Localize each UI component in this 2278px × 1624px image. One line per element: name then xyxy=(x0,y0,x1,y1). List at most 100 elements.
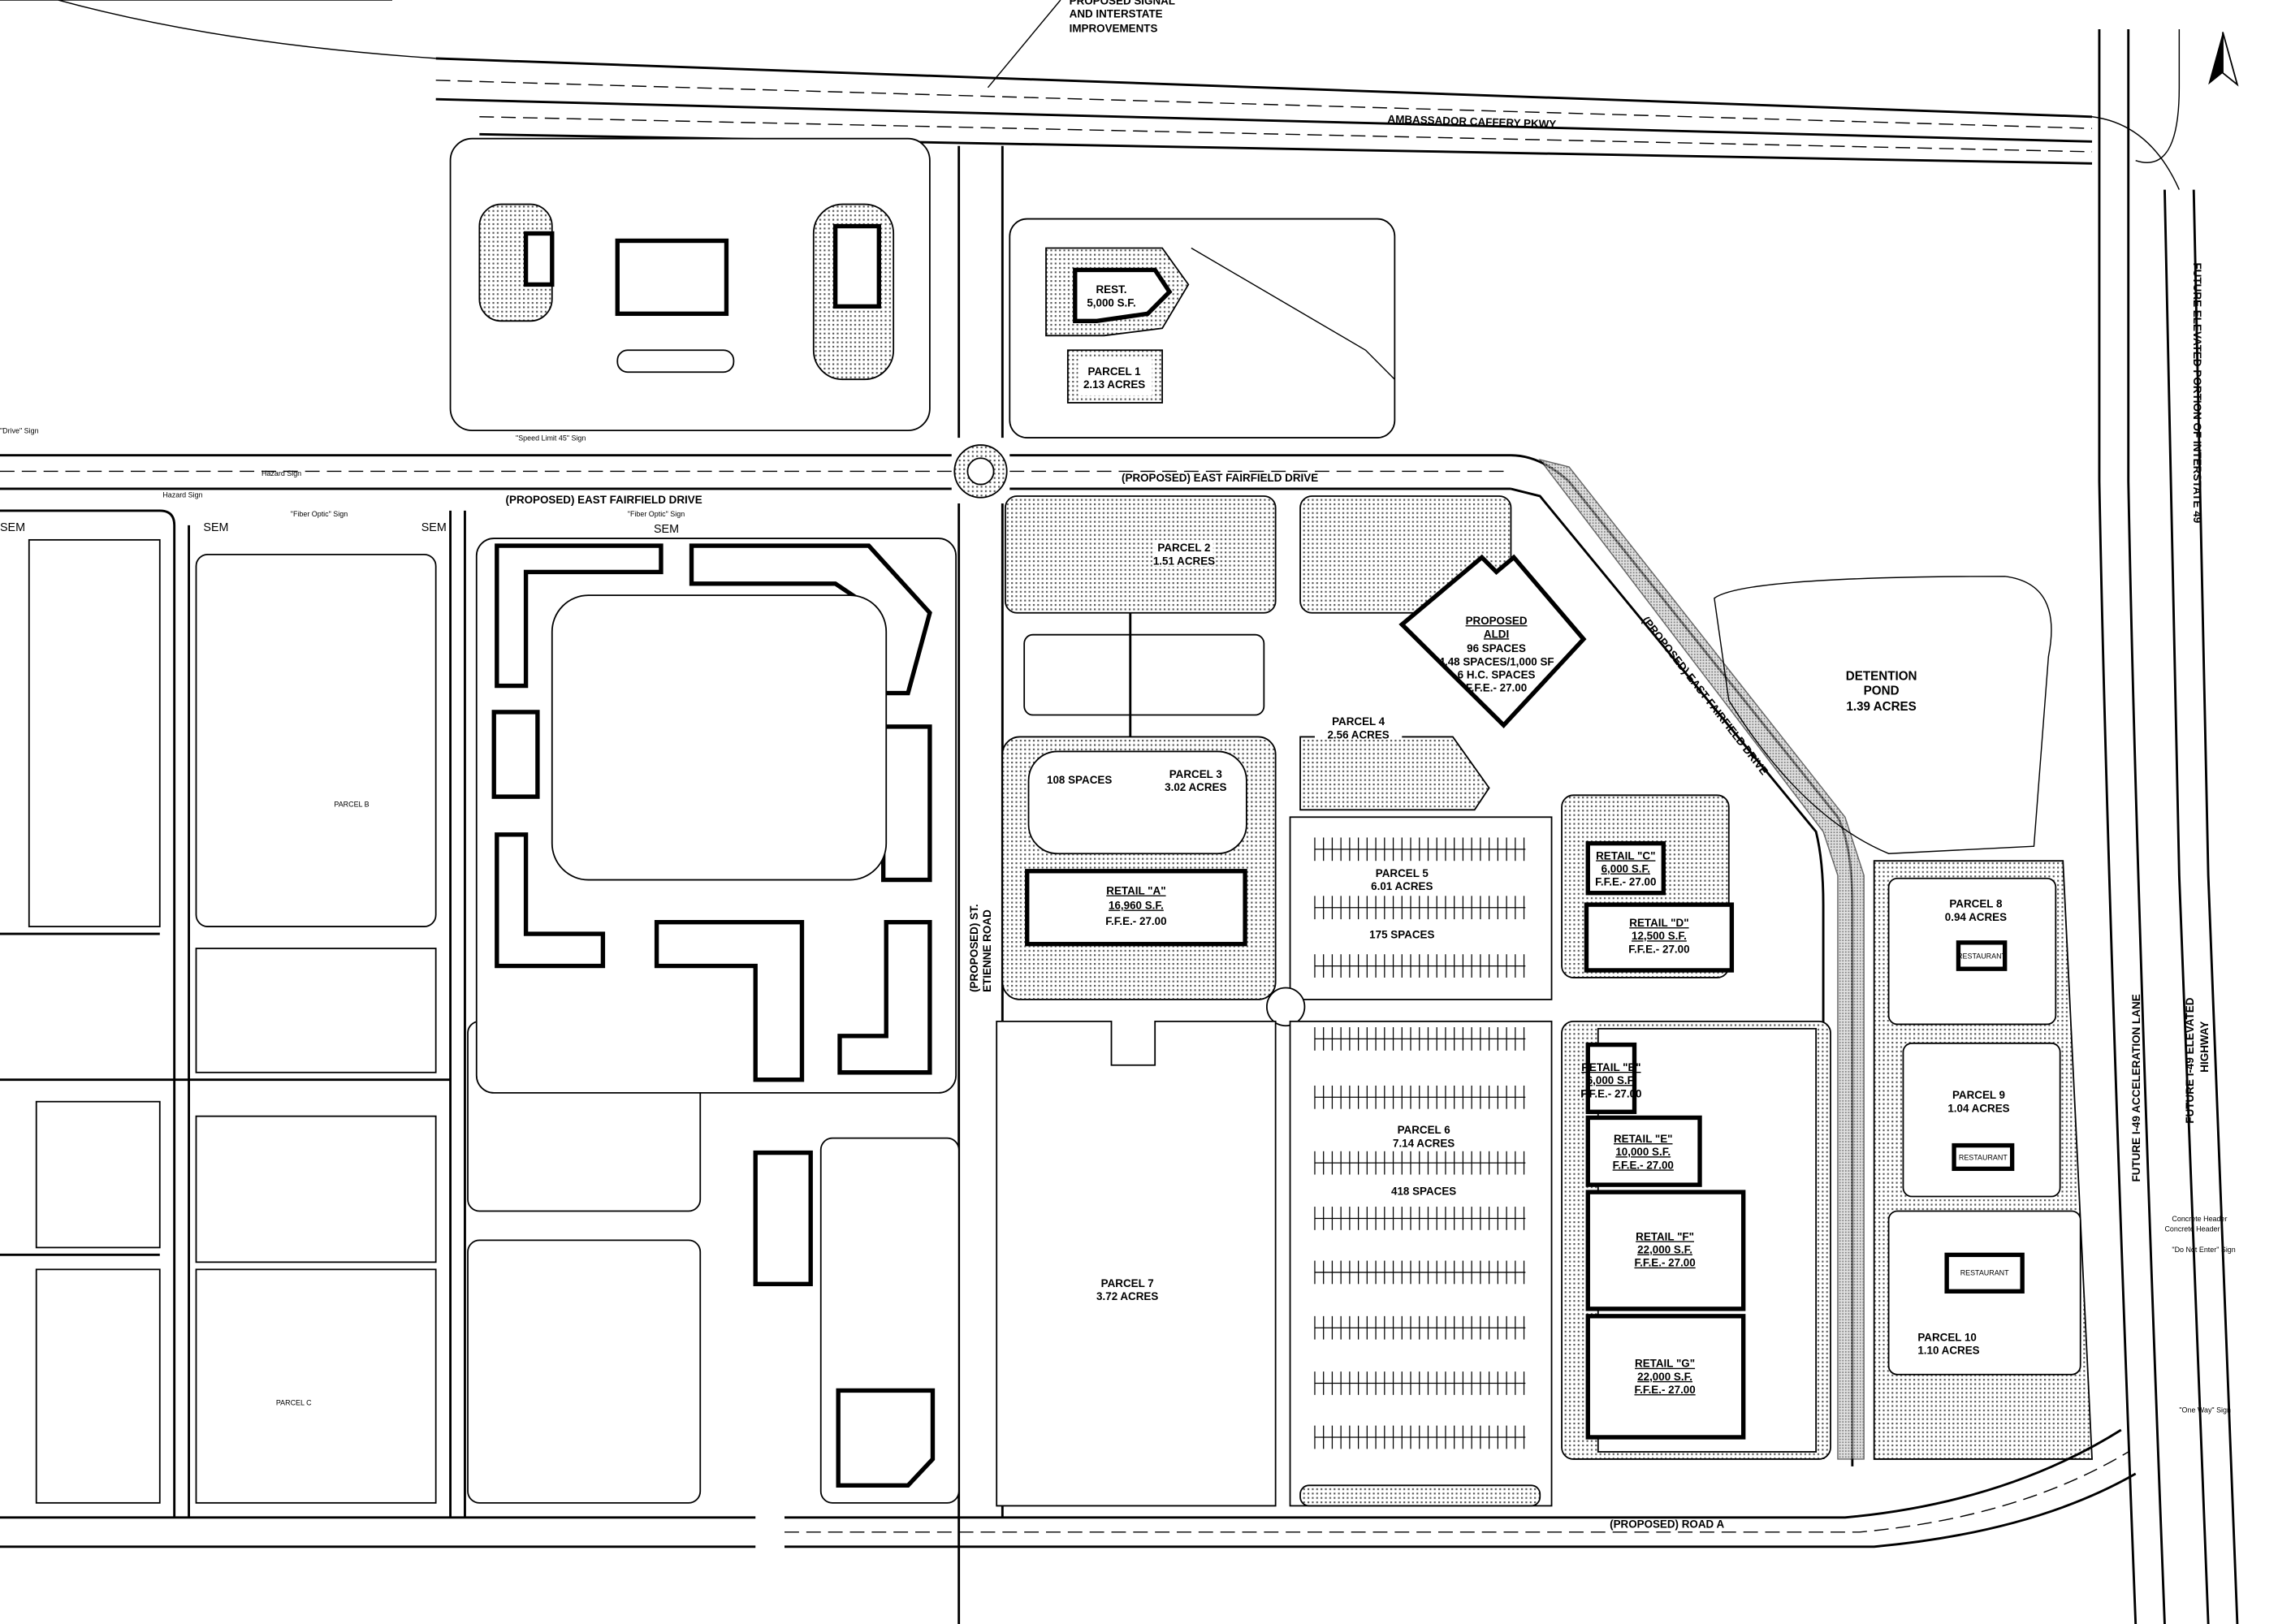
parcel-7-acres: 3.72 ACRES xyxy=(1096,1290,1158,1302)
one-way-sign: "One Way" Sign xyxy=(2179,1406,2231,1414)
i49-elevated-portion-label: FUTURE ELEVATED PORTION OF INTERSTATE 49 xyxy=(2191,262,2203,523)
parcel-1: REST. 5,000 S.F. PARCEL 1 2.13 ACRES xyxy=(1009,218,1396,438)
retail-g-name: RETAIL "G" xyxy=(1635,1358,1695,1370)
parcel-4-label: PARCEL 4 xyxy=(1332,715,1385,728)
east-fairfield-center-label: (PROPOSED) EAST FAIRFIELD DRIVE xyxy=(1122,472,1318,484)
parcel-6-label: PARCEL 6 xyxy=(1398,1124,1450,1136)
fiber-optic-sign: "Fiber Optic" Sign xyxy=(628,510,685,518)
parcel-1-label: PARCEL 1 xyxy=(1088,365,1142,378)
north-arrow-icon xyxy=(2208,32,2239,87)
st-etienne-label: ETIENNE ROAD xyxy=(981,909,993,992)
parcel-3-label: PARCEL 3 xyxy=(1169,768,1222,780)
east-fairfield-west-label: (PROPOSED) EAST FAIRFIELD DRIVE xyxy=(506,494,702,506)
parcel-6: PARCEL 6 7.14 ACRES 418 SPACES xyxy=(1289,1020,1553,1507)
parcel-1-rest-sf: 5,000 S.F. xyxy=(1087,296,1135,309)
parcel-4-acres: 2.56 ACRES xyxy=(1327,728,1389,741)
signal-note-line: PROPOSED SIGNAL xyxy=(1070,0,1175,6)
retail-g-ffe: F.F.E.- 27.00 xyxy=(1634,1384,1695,1396)
speed-limit-sign: "Speed Limit 45" Sign xyxy=(516,434,586,443)
road-a: (PROPOSED) ROAD A xyxy=(0,1428,2137,1548)
retail-c-ffe: F.F.E.- 27.00 xyxy=(1595,876,1656,888)
retail-f-sf: 22,000 S.F. xyxy=(1637,1244,1692,1256)
parcel-6-acres: 7.14 ACRES xyxy=(1393,1137,1455,1149)
aldi-building: PROPOSED ALDI 96 SPACES 4.48 SPACES/1,00… xyxy=(1398,554,1587,728)
retail-e-name: RETAIL "E" xyxy=(1614,1133,1673,1145)
parcel-2-acres: 1.51 ACRES xyxy=(1153,555,1215,567)
retail-a-ffe: F.F.E.- 27.00 xyxy=(1105,915,1166,927)
retail-g-sf: 22,000 S.F. xyxy=(1637,1371,1692,1383)
retail-c-name: RETAIL "C" xyxy=(1596,849,1655,862)
parcel-5: PARCEL 5 6.01 ACRES 175 SPACES xyxy=(1266,816,1553,1027)
parcel-1-acres: 2.13 ACRES xyxy=(1083,378,1145,391)
parcel-2: PARCEL 2 1.51 ACRES xyxy=(1005,495,1277,876)
aldi-name: ALDI xyxy=(1484,628,1509,640)
ambassador-label: AMBASSADOR CAFFERY PKWY xyxy=(1387,113,1556,131)
retail-b-e-f-g: RETAIL "B" 6,000 S.F. F.F.E.- 27.00 RETA… xyxy=(1561,1020,1831,1460)
parcel-7-label: PARCEL 7 xyxy=(1101,1277,1154,1289)
parcel-3: 108 SPACES PARCEL 3 3.02 ACRES RETAIL "A… xyxy=(1001,736,1277,1000)
i49-accel-lane-label: FUTURE I-49 ACCELERATION LANE xyxy=(2130,994,2142,1181)
hazard-sign: Hazard Sign xyxy=(262,469,301,477)
retail-f-ffe: F.F.E.- 27.00 xyxy=(1634,1257,1695,1269)
concrete-header-sign: Concrete Header xyxy=(2172,1215,2227,1223)
retail-b-sf: 6,000 S.F. xyxy=(1587,1074,1636,1086)
parcel-5-label: PARCEL 5 xyxy=(1376,867,1429,879)
east-fairfield-drive xyxy=(0,145,1865,1624)
residential-parcel-label: PARCEL C xyxy=(276,1398,312,1406)
i49-elevated-hwy-label: HIGHWAY xyxy=(2198,1021,2211,1073)
retail-a-sf: 16,960 S.F. xyxy=(1109,899,1164,911)
residential-parcel-label: PARCEL B xyxy=(334,801,369,809)
retail-f-name: RETAIL "F" xyxy=(1636,1230,1694,1242)
do-not-enter-sign: "Do Not Enter" Sign xyxy=(2172,1246,2235,1254)
sem-label: SEM xyxy=(203,521,228,534)
sem-label: SEM xyxy=(0,521,25,534)
hazard-sign: Hazard Sign xyxy=(162,491,202,499)
parcel-7: PARCEL 7 3.72 ACRES xyxy=(996,1020,1277,1507)
retail-d-name: RETAIL "D" xyxy=(1629,917,1688,929)
parcel-9-restaurant: RESTAURANT xyxy=(1959,1154,2008,1162)
retail-d-sf: 12,500 S.F. xyxy=(1632,930,1687,942)
st-etienne-label: (PROPOSED) ST. xyxy=(968,904,980,992)
retail-e-sf: 10,000 S.F. xyxy=(1615,1146,1671,1158)
parcel-6-spaces: 418 SPACES xyxy=(1391,1186,1456,1198)
retail-d-ffe: F.F.E.- 27.00 xyxy=(1628,943,1689,955)
interstate-49: FUTURE ELEVATED PORTION OF INTERSTATE 49… xyxy=(2091,28,2239,1624)
northwest-development xyxy=(449,137,931,431)
detention-pond: DETENTION POND 1.39 ACRES xyxy=(1714,576,2052,854)
drive-sign: "Drive" Sign xyxy=(0,427,39,435)
parcel-5-spaces: 175 SPACES xyxy=(1369,928,1434,940)
parcel-5-acres: 6.01 ACRES xyxy=(1371,880,1433,892)
pond-acres: 1.39 ACRES xyxy=(1846,700,1916,714)
retail-b-name: RETAIL "B" xyxy=(1581,1061,1640,1073)
sem-label: SEM xyxy=(421,521,447,534)
parcel-9-acres: 1.04 ACRES xyxy=(1947,1102,2009,1114)
parcel-3-spaces: 108 SPACES xyxy=(1047,774,1112,786)
pond-label: DETENTION xyxy=(1846,669,1917,683)
parcel-8-label: PARCEL 8 xyxy=(1949,898,2003,910)
parcel-10-acres: 1.10 ACRES xyxy=(1917,1345,1979,1357)
retail-c-d: RETAIL "C" 6,000 S.F. F.F.E.- 27.00 RETA… xyxy=(1561,794,1735,978)
parcels-8-9-10: PARCEL 8 0.94 ACRES RESTAURANT PARCEL 9 … xyxy=(1873,860,2093,1460)
ambassador-caffery-pkwy: AMBASSADOR CAFFERY PKWY xyxy=(0,0,2093,165)
retail-a-name: RETAIL "A" xyxy=(1106,885,1165,897)
parcel-1-rest-label: REST. xyxy=(1096,283,1127,296)
aldi-title: PROPOSED xyxy=(1466,615,1528,627)
signal-note-line: IMPROVEMENTS xyxy=(1070,23,1158,35)
retail-c-sf: 6,000 S.F. xyxy=(1602,863,1650,875)
apartment-complex xyxy=(475,538,960,1504)
concrete-header-sign: Concrete Header xyxy=(2164,1225,2220,1233)
aldi-hc-spaces: 6 H.C. SPACES xyxy=(1458,669,1536,681)
aldi-ffe: F.F.E.- 27.00 xyxy=(1466,682,1527,694)
pond-label: POND xyxy=(1864,684,1900,698)
i49-elevated-hwy-label: FUTURE I-49 ELEVATED xyxy=(2184,997,2196,1123)
sem-label: SEM xyxy=(654,523,679,536)
parcel-8-restaurant: RESTAURANT xyxy=(1957,952,2006,961)
parcel-2-label: PARCEL 2 xyxy=(1157,542,1210,554)
fiber-optic-sign: "Fiber Optic" Sign xyxy=(291,510,348,518)
aldi-ratio: 4.48 SPACES/1,000 SF xyxy=(1439,655,1554,667)
signal-note: PROPOSED SIGNAL AND INTERSTATE IMPROVEME… xyxy=(987,0,1175,89)
parcel-8-acres: 0.94 ACRES xyxy=(1945,911,2007,923)
parcel-3-acres: 3.02 ACRES xyxy=(1165,781,1226,793)
road-a-label: (PROPOSED) ROAD A xyxy=(1610,1518,1724,1530)
